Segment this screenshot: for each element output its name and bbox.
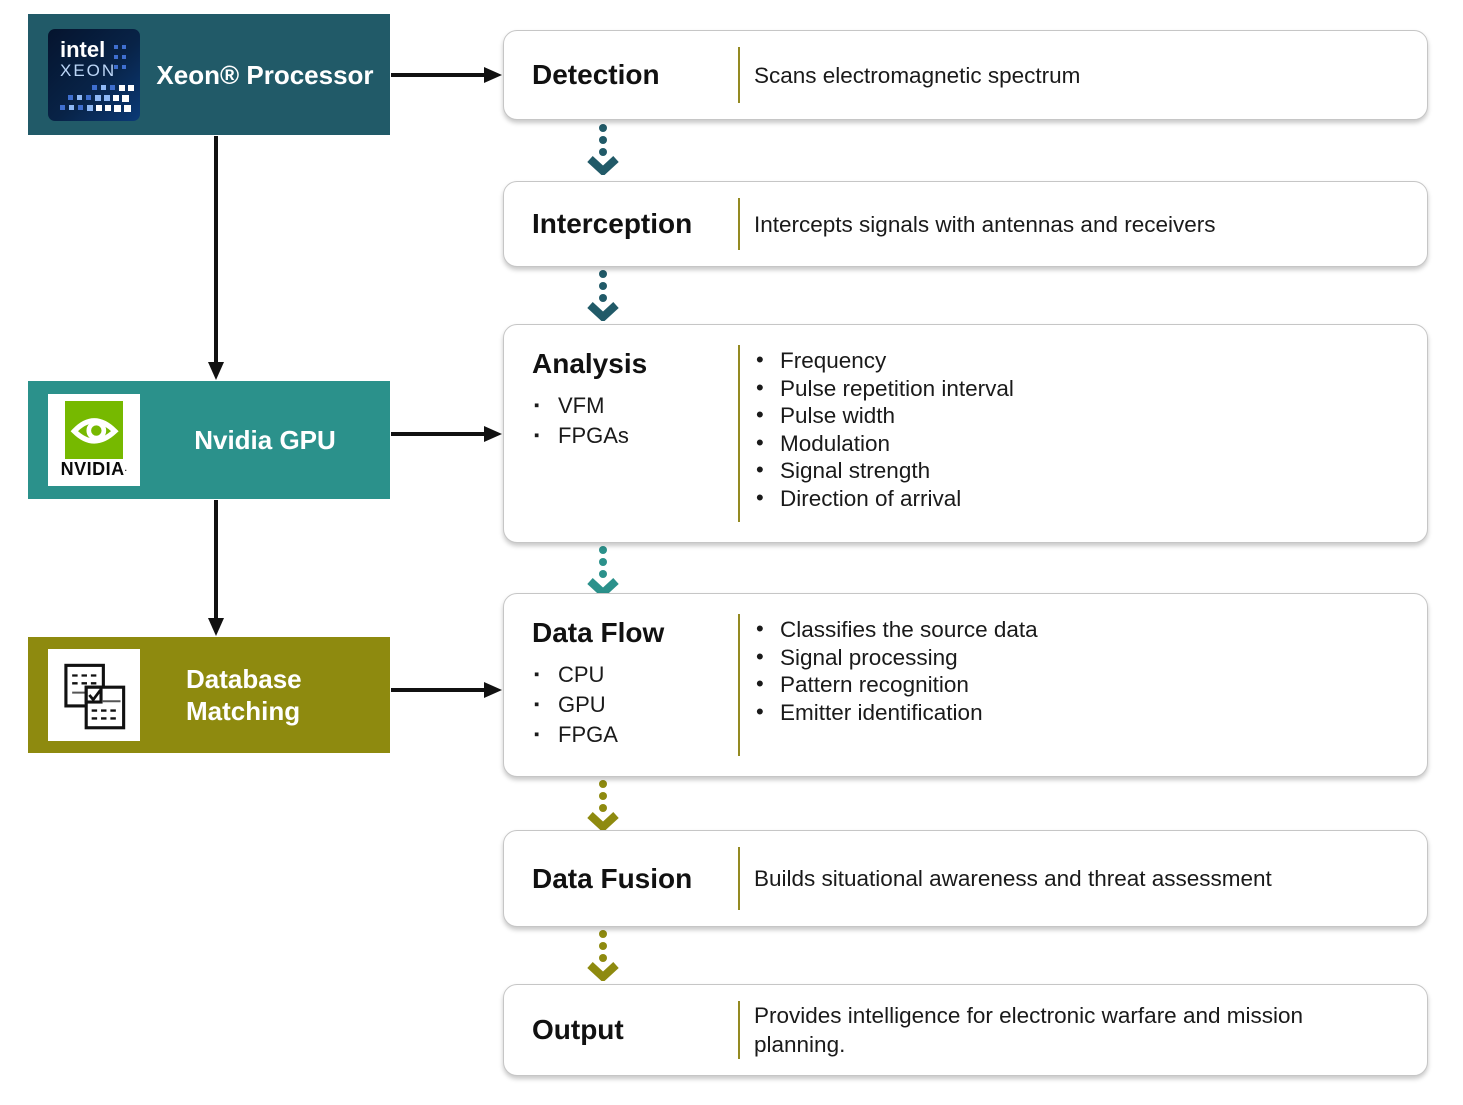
nvidia-gpu-node: NVIDIA. Nvidia GPU — [28, 381, 390, 499]
nvidia-node-label: Nvidia GPU — [194, 425, 336, 455]
database-node-label: Database Matching — [186, 664, 302, 726]
arrow-right-database-to-dataflow — [391, 682, 502, 698]
card-title: Interception — [532, 208, 693, 239]
bullet-item: Signal strength — [754, 456, 1387, 485]
bullet-item: Pulse width — [754, 401, 1387, 430]
card-title: Data Flow — [532, 617, 665, 648]
xeon-logo-text: XEON — [60, 60, 117, 80]
card-bullet-list: Classifies the source data Signal proces… — [754, 615, 1387, 727]
card-bullet-list: Frequency Pulse repetition interval Puls… — [754, 346, 1387, 513]
arrow-right-nvidia-to-analysis — [391, 426, 502, 442]
bullet-item: Pattern recognition — [754, 670, 1387, 699]
intel-xeon-logo: intel XEON — [48, 28, 140, 121]
card-description: Scans electromagnetic spectrum — [754, 62, 1081, 88]
card-data-flow: Data Flow CPU GPU FPGA Classifies the so… — [503, 593, 1428, 777]
intel-logo-text: intel — [60, 36, 106, 62]
card-interception: Interception Intercepts signals with ant… — [503, 181, 1428, 267]
card-divider — [738, 1001, 740, 1059]
database-matching-node: Database Matching — [28, 637, 390, 753]
sub-item: FPGA — [532, 720, 738, 750]
xeon-node-label: Xeon® Processor — [156, 59, 374, 90]
bullet-item: Modulation — [754, 429, 1387, 458]
nvidia-logo: NVIDIA. — [48, 394, 140, 486]
card-description: Builds situational awareness and threat … — [754, 866, 1272, 891]
bullet-item: Pulse repetition interval — [754, 374, 1387, 403]
dotted-arrow-analysis-to-dataflow — [587, 546, 619, 597]
card-description: Intercepts signals with antennas and rec… — [754, 211, 1216, 237]
arrow-down-xeon-to-nvidia — [208, 136, 224, 380]
card-sub-items: CPU GPU FPGA — [532, 660, 738, 750]
sub-item: CPU — [532, 660, 738, 690]
card-title: Analysis — [532, 348, 648, 379]
card-sub-items: VFM FPGAs — [532, 391, 738, 451]
arrow-right-xeon-to-detection — [391, 67, 502, 83]
intel-dot-matrix-icon — [60, 44, 134, 112]
card-title: Data Fusion — [532, 862, 693, 894]
bullet-item: Frequency — [754, 346, 1387, 375]
card-analysis: Analysis VFM FPGAs Frequency Pulse repet… — [503, 324, 1428, 543]
database-matching-icon — [48, 649, 140, 741]
nvidia-eye-icon — [65, 401, 123, 459]
dotted-arrow-detection-to-interception — [587, 124, 619, 175]
xeon-processor-node: intel XEON Xeon® Processor — [28, 14, 390, 135]
dotted-arrow-datafusion-to-output — [587, 930, 619, 981]
card-data-fusion: Data Fusion Builds situational awareness… — [503, 830, 1428, 927]
card-detection: Detection Scans electromagnetic spectrum — [503, 30, 1428, 120]
card-description: Provides intelligence for electronic war… — [754, 1003, 1304, 1057]
dotted-arrow-interception-to-analysis — [587, 270, 619, 321]
nvidia-logo-text: NVIDIA. — [60, 459, 128, 479]
documents-check-icon — [64, 663, 126, 730]
dotted-arrow-dataflow-to-datafusion — [587, 780, 619, 831]
arrow-down-nvidia-to-database — [208, 500, 224, 636]
bullet-item: Signal processing — [754, 643, 1387, 672]
sub-item: VFM — [532, 391, 738, 421]
card-title: Detection — [532, 59, 660, 90]
sub-item: GPU — [532, 690, 738, 720]
card-divider — [738, 345, 740, 522]
card-divider — [738, 198, 740, 250]
card-divider — [738, 847, 740, 910]
bullet-item: Classifies the source data — [754, 615, 1387, 644]
bullet-item: Emitter identification — [754, 698, 1387, 727]
card-title: Output — [532, 1014, 624, 1045]
sub-item: FPGAs — [532, 421, 738, 451]
bullet-item: Direction of arrival — [754, 484, 1387, 513]
card-divider — [738, 47, 740, 103]
card-divider — [738, 614, 740, 756]
card-output: Output Provides intelligence for electro… — [503, 984, 1428, 1076]
